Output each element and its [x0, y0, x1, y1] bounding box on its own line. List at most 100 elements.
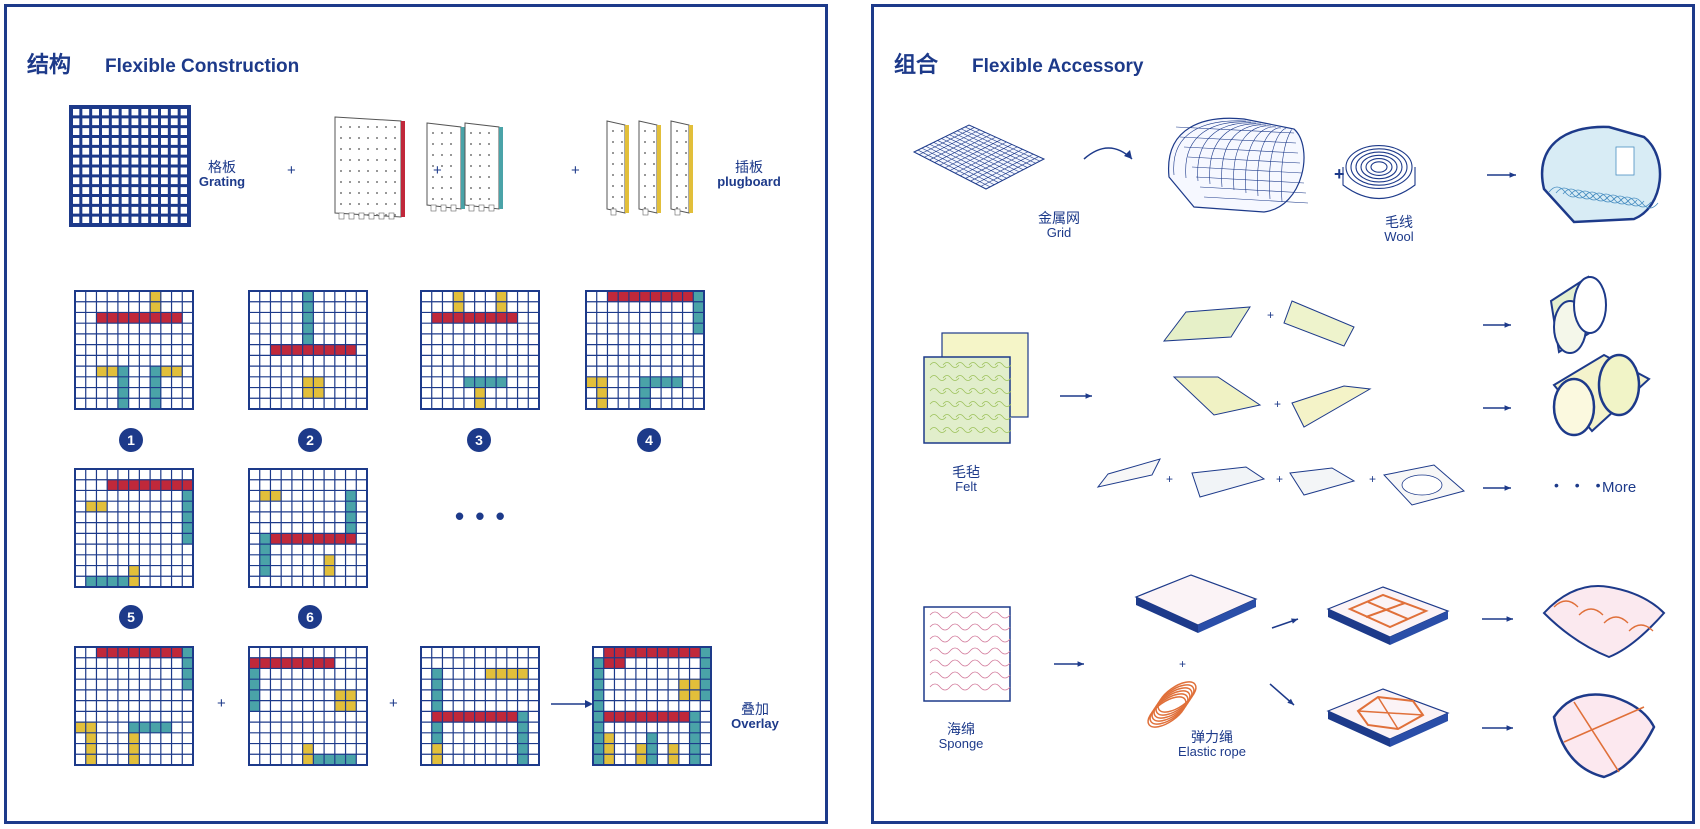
- panel-flexible-accessory: 组合 Flexible Accessory 金属网 Grid + 毛线 Wool…: [871, 4, 1695, 824]
- plug-cell: [693, 312, 704, 324]
- plug-cell: [117, 479, 129, 491]
- plug-cell: [182, 533, 193, 545]
- plug-cell: [506, 711, 518, 723]
- felt-piece: [1283, 300, 1355, 347]
- plug-cell: [302, 344, 314, 356]
- plug-cell: [345, 490, 357, 502]
- plus-sign: +: [1334, 164, 1345, 184]
- plug-cell: [171, 647, 183, 658]
- curved-grid-icon: [1168, 117, 1309, 213]
- arrow-head-icon: [1291, 618, 1298, 624]
- plug-cell: [485, 711, 497, 723]
- plus-sign: +: [217, 695, 226, 712]
- plug-cell: [614, 711, 626, 723]
- plug-cell: [650, 376, 662, 388]
- plug-cell: [628, 291, 640, 302]
- accessory-diagram: [912, 117, 1666, 779]
- plug-cell: [259, 544, 271, 555]
- grid-frame: [74, 646, 194, 766]
- plug-cell: [281, 657, 292, 669]
- plug-cell: [85, 576, 97, 587]
- plug-cell: [150, 387, 161, 399]
- plug-cell: [668, 754, 679, 765]
- config-grid: [74, 468, 194, 588]
- felt-piece: [1096, 458, 1161, 488]
- plug-cell: [625, 711, 636, 723]
- plug-cell: [313, 387, 325, 399]
- plug-cell: [442, 312, 454, 324]
- plug-cell: [128, 722, 140, 733]
- plugboard-piece: [426, 122, 465, 212]
- plug-cell: [496, 312, 507, 324]
- plug-cell: [324, 754, 335, 765]
- plug-cell: [485, 668, 497, 680]
- plug-cell: [249, 700, 260, 712]
- plug-cell: [668, 647, 679, 658]
- config-grid: [248, 290, 368, 410]
- arrow-head-icon: [1124, 150, 1132, 159]
- plug-cell: [700, 647, 711, 658]
- plug-cell: [345, 344, 357, 356]
- plug-cell: [259, 565, 271, 577]
- sponge-slab: [1134, 574, 1258, 633]
- plug-cell: [160, 312, 172, 324]
- plug-cell: [657, 711, 669, 723]
- plug-cell: [182, 479, 193, 491]
- arrow-head-icon: [1077, 661, 1084, 667]
- plug-cell: [596, 376, 608, 388]
- plug-cell: [182, 657, 193, 669]
- plug-cell: [150, 398, 161, 409]
- arrow-head-icon: [1506, 616, 1513, 622]
- plug-cell: [586, 376, 597, 388]
- sponge-label: 海绵 Sponge: [938, 721, 984, 752]
- plug-cell: [302, 312, 314, 324]
- felt-label: 毛毡 Felt: [952, 464, 980, 495]
- plug-cell: [302, 301, 314, 313]
- plug-cell: [603, 754, 615, 765]
- plug-cell: [700, 668, 711, 680]
- plug-cell: [128, 754, 140, 765]
- plugboard-piece: [464, 122, 503, 212]
- plug-cell: [117, 366, 129, 377]
- plug-cell: [171, 366, 183, 377]
- plug-cell: [117, 387, 129, 399]
- plug-cell: [614, 657, 626, 669]
- configuration-grids: [74, 290, 712, 766]
- plug-cell: [160, 722, 172, 733]
- plug-cell: [474, 398, 486, 409]
- plug-cell: [345, 700, 357, 712]
- plug-cell: [324, 533, 335, 545]
- plug-cell: [639, 376, 651, 388]
- plug-cell: [668, 711, 679, 723]
- more-dots: • • •: [455, 501, 507, 531]
- grid-number-4: 4: [637, 428, 661, 452]
- plug-cell: [334, 754, 346, 765]
- plug-cell: [107, 312, 118, 324]
- plug-cell: [171, 479, 183, 491]
- plug-cell: [635, 754, 647, 765]
- config-grid: [74, 290, 194, 410]
- plug-cell: [463, 711, 475, 723]
- config-grid: [74, 646, 194, 766]
- plug-cell: [603, 647, 615, 658]
- plug-cell: [324, 554, 335, 566]
- plus-sign: +: [433, 162, 442, 179]
- plug-cell: [618, 291, 629, 302]
- plug-cell: [646, 743, 658, 755]
- plug-cell: [313, 344, 325, 356]
- plug-cell: [453, 301, 464, 313]
- plug-cell: [668, 743, 679, 755]
- elastic-rope-icon: [1147, 681, 1197, 728]
- grid-frame: [420, 290, 540, 410]
- grid-frame: [74, 468, 194, 588]
- felt-piece: [1383, 464, 1466, 506]
- elastic-rope-label: 弹力绳 Elastic rope: [1178, 729, 1246, 760]
- plug-cell: [324, 344, 335, 356]
- plug-cell: [117, 376, 129, 388]
- plug-cell: [474, 387, 486, 399]
- plug-cell: [661, 376, 672, 388]
- plugboard-piece: [606, 120, 629, 216]
- plug-cell: [128, 479, 140, 491]
- plug-cell: [249, 657, 260, 669]
- plug-cell: [431, 711, 443, 723]
